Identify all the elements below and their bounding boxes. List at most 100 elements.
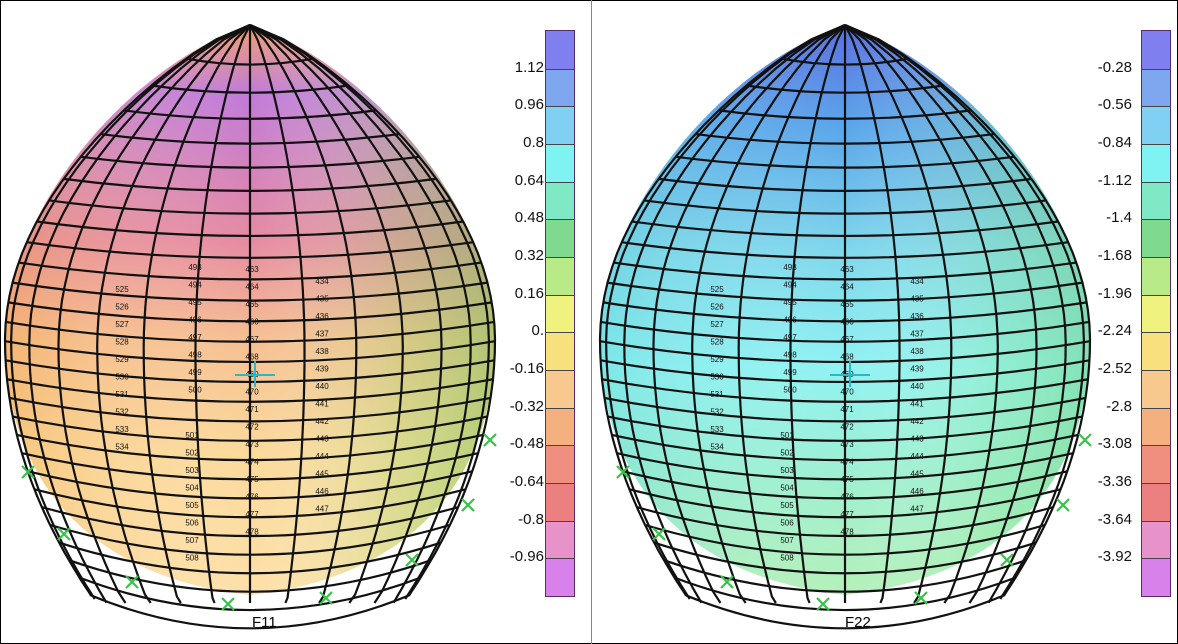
support-icon [57,527,71,541]
node-number-label: 494 [188,281,202,290]
color-scale-label: -2.8 [1106,397,1132,415]
color-scale-label: -1.4 [1106,209,1132,227]
support-icon [461,498,475,512]
color-scale-swatch [1142,257,1170,296]
node-number-label: 534 [115,443,129,452]
node-number-label: 440 [910,382,924,391]
mesh-meridian-line [737,24,846,604]
node-number-label: 470 [840,388,854,397]
node-number-label: 506 [780,519,794,528]
color-scale-label: -0.96 [509,548,544,566]
color-scale-swatch [1142,520,1170,559]
color-scale-swatch [1142,31,1170,70]
mesh-meridian-line [844,24,1038,604]
node-labels: 4934944954964974984995004634644654664674… [115,263,329,563]
node-number-label: 463 [840,265,854,274]
node-number-label: 529 [115,355,129,364]
node-number-label: 475 [245,475,259,484]
node-number-label: 464 [245,283,259,292]
dome-plot-f22: 4934944954964974984995004634644654664674… [598,23,1092,630]
node-number-label: 497 [783,333,797,342]
support-icon [816,597,830,611]
support-icon [914,591,928,605]
color-scale-tick [1142,144,1170,145]
node-number-label: 503 [185,466,199,475]
support-icon [483,433,497,447]
color-scale-label: -3.36 [1097,473,1132,490]
color-scale-swatch [1142,294,1170,333]
color-scale-f11 [545,30,575,597]
dome-mesh [598,23,1092,630]
node-number-label: 504 [185,484,199,493]
support-icon [21,465,35,479]
color-scale-swatch [546,257,574,296]
node-number-label: 474 [840,458,854,467]
color-scale-swatch [546,332,574,371]
support-icon [1078,433,1092,447]
color-scale-tick [546,483,574,484]
node-number-label: 496 [188,316,202,325]
color-scale-tick [546,144,574,145]
node-number-label: 436 [910,312,924,321]
color-scale-label: 0.16 [514,284,544,302]
node-number-label: 463 [245,265,259,274]
node-number-label: 508 [780,554,794,563]
node-number-label: 437 [910,330,924,339]
color-scale-tick [1142,370,1170,371]
node-number-label: 477 [840,510,854,519]
color-scale-tick [1142,483,1170,484]
node-number-label: 532 [115,408,129,417]
color-scale-swatch [1142,407,1170,446]
color-scale-tick [546,181,574,183]
color-scale-label: 1.12 [514,58,544,76]
color-scale-tick [1142,68,1170,70]
node-number-label: 504 [780,484,794,493]
node-number-label: 477 [245,510,259,519]
color-scale-tick [1142,257,1170,258]
mesh-meridian-line [249,24,472,604]
mesh-meridian-line [844,24,999,604]
node-number-label: 438 [315,347,329,356]
node-number-label: 527 [710,320,724,329]
node-number-label: 501 [780,431,794,440]
node-number-label: 499 [783,368,797,377]
node-number-label: 499 [188,368,202,377]
node-number-label: 436 [315,312,329,321]
support-icon [720,575,734,589]
node-number-label: 505 [185,501,199,510]
color-scale-label: 0. [531,322,544,340]
mesh-meridian-line [789,24,846,604]
color-scale-swatch [1142,558,1170,597]
color-scale-swatch [1142,68,1170,107]
node-number-label: 500 [188,386,202,395]
color-scale-swatch [546,219,574,258]
color-scale-label: -0.8 [518,510,544,528]
node-number-label: 440 [315,382,329,391]
color-scale-tick [1142,520,1170,522]
mesh-meridian-line [96,24,251,604]
color-scale-label: -0.32 [509,397,544,415]
node-number-label: 526 [710,303,724,312]
mesh-meridian-line [194,24,251,604]
node-number-label: 468 [840,353,854,362]
node-number-label: 441 [315,400,329,409]
color-scale-label: 0.96 [514,96,544,114]
node-number-label: 467 [245,335,259,344]
node-number-label: 507 [185,536,199,545]
node-number-label: 447 [910,505,924,514]
color-scale-label: 0.64 [514,171,544,189]
node-number-label: 435 [910,295,924,304]
mesh-ring-line [79,576,421,612]
node-number-label: 501 [185,431,199,440]
node-number-label: 438 [910,347,924,356]
node-number-label: 442 [910,417,924,426]
node-number-label: 472 [245,423,259,432]
mesh-meridian-line [249,24,443,604]
node-number-label: 532 [710,408,724,417]
node-number-label: 468 [245,353,259,362]
support-icon [1056,498,1070,512]
support-icon [1000,553,1014,567]
mesh-meridian-line [844,23,1092,596]
node-number-label: 437 [315,330,329,339]
